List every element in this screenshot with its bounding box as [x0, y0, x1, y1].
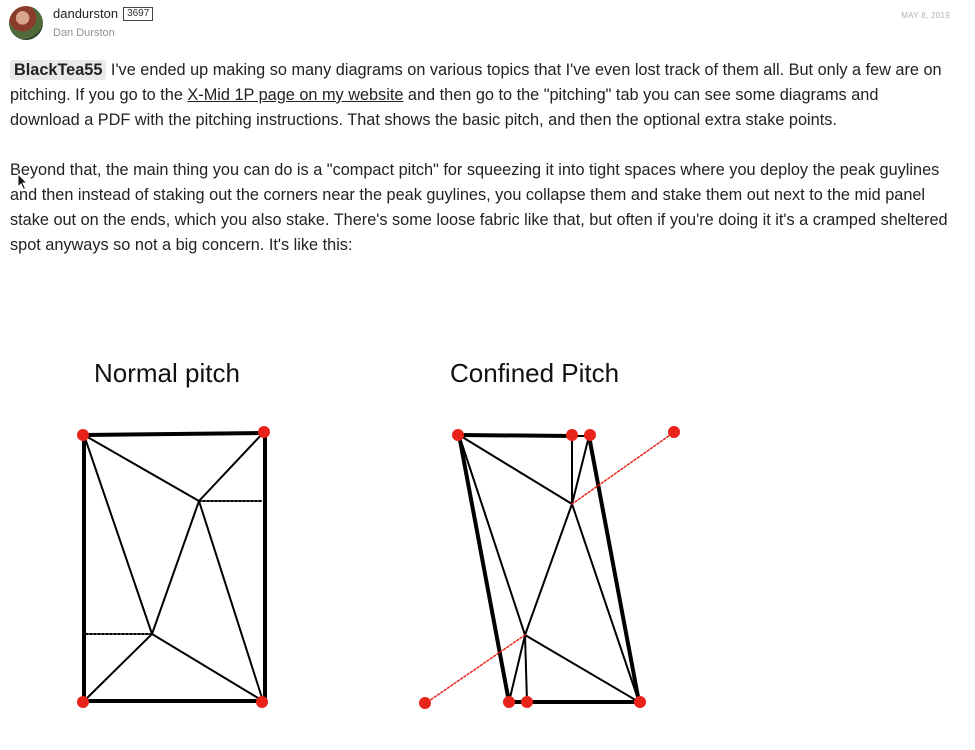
- paragraph-1-text-a: I've ended up making so many diagrams on…: [10, 61, 942, 104]
- post-date[interactable]: MAY 8, 2019: [901, 11, 950, 20]
- website-link[interactable]: X-Mid 1P page on my website: [187, 86, 404, 104]
- confined-pitch-title: Confined Pitch: [450, 358, 619, 388]
- confined-pitch-diagram: [419, 426, 680, 709]
- post-body: BlackTea55 I've ended up making so many …: [10, 58, 950, 283]
- normal-pitch-diagram: [77, 426, 270, 708]
- username-link[interactable]: dandurston: [53, 6, 119, 21]
- post-author: dandurston 3697: [53, 6, 154, 21]
- author-full-name: Dan Durston: [53, 27, 115, 39]
- user-mention[interactable]: BlackTea55: [10, 60, 107, 80]
- user-avatar[interactable]: [9, 6, 43, 40]
- pitch-diagram-image[interactable]: Normal pitch Confined Pitch: [0, 300, 975, 750]
- trust-level-badge: 3697: [123, 6, 154, 21]
- mouse-cursor-icon: [17, 173, 29, 191]
- post-paragraph-2: Beyond that, the main thing you can do i…: [10, 161, 948, 254]
- post-paragraph-1: BlackTea55 I've ended up making so many …: [10, 58, 950, 133]
- paragraph-1-text-b: and then go to the "pitching" tab you ca…: [10, 86, 879, 129]
- normal-pitch-title: Normal pitch: [94, 358, 240, 388]
